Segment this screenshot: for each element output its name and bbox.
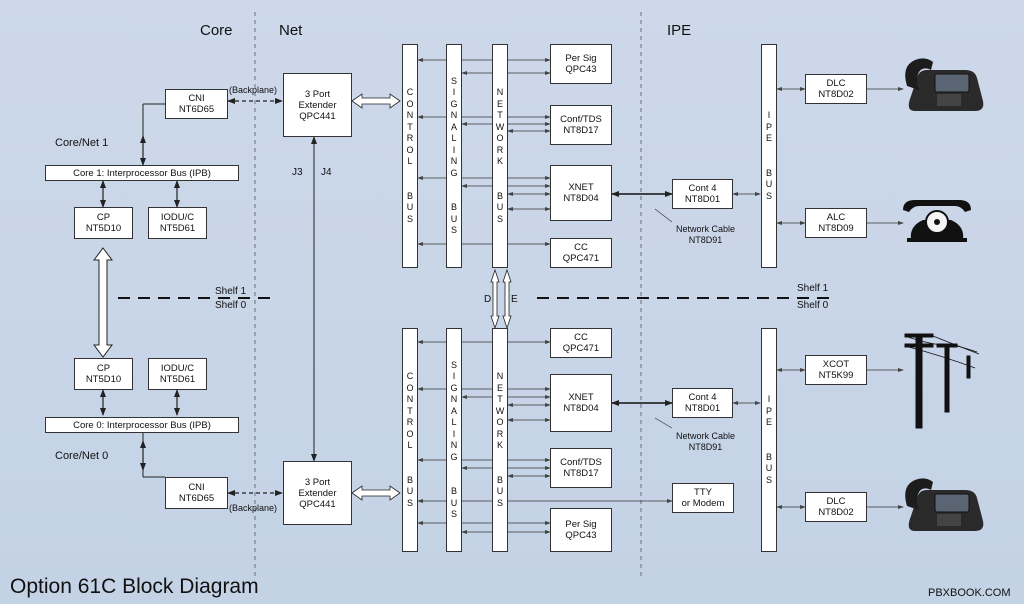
card-top-xnet: XNET NT8D04 [550,165,612,221]
digital-phone-icon [905,58,984,111]
card-bottom-xnet: XNET NT8D04 [550,374,612,432]
e-label: E [511,294,518,305]
cont4-bottom: Cont 4 NT8D01 [672,388,733,418]
section-net-heading: Net [279,22,303,39]
extender-bottom: 3 Port Extender QPC441 [283,461,352,525]
iodu-card-core0: IODU/C NT5D61 [148,358,207,390]
shelf1-label-right: Shelf 1 [797,283,829,294]
cni-card-top: CNI NT6D65 [165,89,228,119]
xcot-card: XCOT NT5K99 [805,355,867,385]
dlc-card-bottom: DLC NT8D02 [805,492,867,522]
backplane-label-top: (Backplane) [229,85,278,95]
telephone-pole-icon [904,333,980,429]
network-cable-label-bottom: Network Cable NT8D91 [676,431,736,452]
dlc-card-top: DLC NT8D02 [805,74,867,104]
section-core-heading: Core [200,22,233,39]
core-net-1-label: Core/Net 1 [55,137,109,149]
rotary-phone-icon [903,200,971,242]
shelf1-label-left: Shelf 1 [215,286,247,297]
ipb-core1: Core 1: Interprocessor Bus (IPB) [45,165,239,181]
cni-card-bottom: CNI NT6D65 [165,477,228,509]
j3-label: J3 [292,167,303,178]
core-net-0-label: Core/Net 0 [55,450,109,462]
watermark: PBXBOOK.COM [928,587,1011,599]
j4-label: J4 [321,167,332,178]
card-bottom-cc: CC QPC471 [550,328,612,358]
alc-card: ALC NT8D09 [805,208,867,238]
backplane-label-bottom: (Backplane) [229,503,278,513]
cp-card-core0: CP NT5D10 [74,358,133,390]
card-bottom-conf-tds: Conf/TDS NT8D17 [550,448,612,488]
diagram-title: Option 61C Block Diagram [10,575,259,598]
section-ipe-heading: IPE [667,22,692,39]
iodu-card-core1: IODU/C NT5D61 [148,207,207,239]
card-bottom-tty: TTY or Modem [672,483,734,513]
ipb-core0: Core 0: Interprocessor Bus (IPB) [45,417,239,433]
card-top-cc: CC QPC471 [550,238,612,268]
cont4-top: Cont 4 NT8D01 [672,179,733,209]
network-cable-label-top: Network Cable NT8D91 [676,224,736,245]
cp-card-core1: CP NT5D10 [74,207,133,239]
card-top-per-sig: Per Sig QPC43 [550,44,612,84]
shelf0-label-right: Shelf 0 [797,300,829,311]
card-top-conf-tds: Conf/TDS NT8D17 [550,105,612,145]
cp-cp-link [93,247,113,358]
card-bottom-per-sig: Per Sig QPC43 [550,508,612,552]
extender-bus-link-bottom [351,485,401,501]
top-bus-connectors [417,58,551,246]
d-label: D [484,294,492,305]
digital-phone-icon [905,478,984,531]
shelf0-label-left: Shelf 0 [215,300,247,311]
extender-bus-link-top [351,93,401,109]
extender-top: 3 Port Extender QPC441 [283,73,352,137]
